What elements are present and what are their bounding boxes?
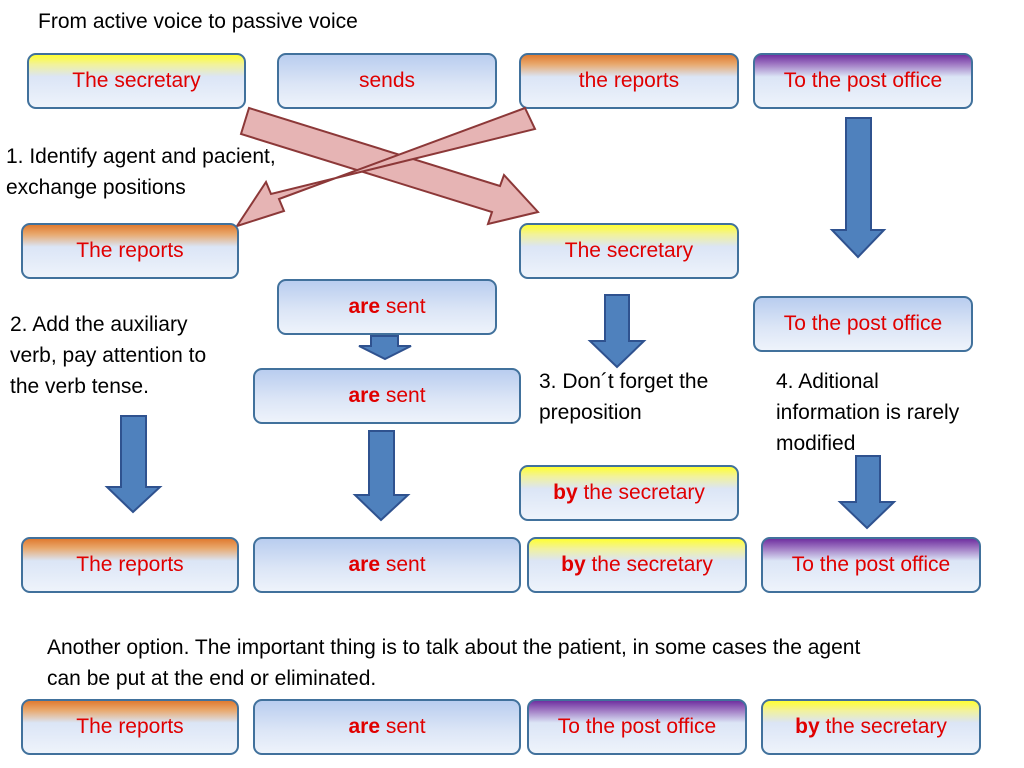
aux-verb-box-bottom: are sent <box>253 368 521 424</box>
alt-verb-rest: sent <box>380 715 426 738</box>
note-line2: can be put at the end or eliminated. <box>47 667 377 690</box>
swap-arrow-agent-icon <box>239 106 540 226</box>
active-extra-box: To the post office <box>753 53 973 109</box>
result-patient-box: The reports <box>21 537 239 593</box>
step2-line1: 2. Add the auxiliary <box>10 313 188 336</box>
active-verb-box: sends <box>277 53 497 109</box>
step4-line1: 4. Aditional <box>776 370 879 393</box>
down-arrow-patient-icon <box>104 415 163 514</box>
swap-arrow-patient-icon <box>234 106 537 228</box>
alt-extra-label: To the post office <box>557 715 717 738</box>
result-by-rest: the secretary <box>585 553 713 576</box>
alt-patient-box: The reports <box>21 699 239 755</box>
swap-patient-label: The reports <box>76 239 184 262</box>
result-patient-label: The reports <box>76 553 184 576</box>
by-bold: by <box>553 481 578 504</box>
result-extra-label: To the post office <box>791 553 951 576</box>
step2-instruction: 2. Add the auxiliary verb, pay attention… <box>10 309 206 402</box>
step3-line2: preposition <box>539 401 642 424</box>
swap-agent-box: The secretary <box>519 223 739 279</box>
step1-line2: exchange positions <box>6 176 186 199</box>
active-patient-label: the reports <box>578 69 680 92</box>
step1-line1: 1. Identify agent and pacient, <box>6 145 276 168</box>
down-arrow-extra-icon <box>829 117 887 259</box>
alt-verb-bold: are <box>348 715 380 738</box>
result-verb-box: are sent <box>253 537 521 593</box>
by-rest: the secretary <box>577 481 705 504</box>
step1-instruction: 1. Identify agent and pacient, exchange … <box>6 141 276 203</box>
aux-verb-box-top: are sent <box>277 279 497 335</box>
active-extra-label: To the post office <box>783 69 943 92</box>
step3-line1: 3. Don´t forget the <box>539 370 709 393</box>
aux-rest-2: sent <box>380 384 426 407</box>
result-by-bold: by <box>561 553 586 576</box>
result-verb-bold: are <box>348 553 380 576</box>
down-arrow-info-icon <box>837 455 897 530</box>
result-verb-rest: sent <box>380 553 426 576</box>
result-extra-box: To the post office <box>761 537 981 593</box>
extra-mid-label: To the post office <box>783 312 943 335</box>
alt-by-rest: the secretary <box>819 715 947 738</box>
active-patient-box: the reports <box>519 53 739 109</box>
note-line1: Another option. The important thing is t… <box>47 636 861 659</box>
page-title: From active voice to passive voice <box>38 10 358 33</box>
active-verb-label: sends <box>358 69 416 92</box>
alt-verb-box: are sent <box>253 699 521 755</box>
result-by-box: by the secretary <box>527 537 747 593</box>
down-arrow-preposition-icon <box>587 294 647 369</box>
aux-bold: are <box>348 295 380 318</box>
extra-mid-box: To the post office <box>753 296 973 352</box>
step4-line2: information is rarely <box>776 401 960 424</box>
down-arrow-verb-icon <box>352 430 411 522</box>
step4-line3: modified <box>776 432 856 455</box>
step3-instruction: 3. Don´t forget the preposition <box>539 366 708 428</box>
active-agent-box: The secretary <box>27 53 246 109</box>
alt-by-bold: by <box>795 715 820 738</box>
alternative-note: Another option. The important thing is t… <box>47 632 860 694</box>
alt-by-box: by the secretary <box>761 699 981 755</box>
step2-line2: verb, pay attention to <box>10 344 207 367</box>
by-phrase-box: by the secretary <box>519 465 739 521</box>
aux-rest: sent <box>380 295 426 318</box>
down-arrow-aux-icon <box>358 335 412 361</box>
step2-line3: the verb tense. <box>10 375 149 398</box>
active-agent-label: The secretary <box>72 69 201 92</box>
alt-patient-label: The reports <box>76 715 184 738</box>
alt-extra-box: To the post office <box>527 699 747 755</box>
swap-patient-box: The reports <box>21 223 239 279</box>
swap-agent-label: The secretary <box>564 239 694 262</box>
aux-bold-2: are <box>348 384 380 407</box>
step4-instruction: 4. Aditional information is rarely modif… <box>776 366 959 459</box>
